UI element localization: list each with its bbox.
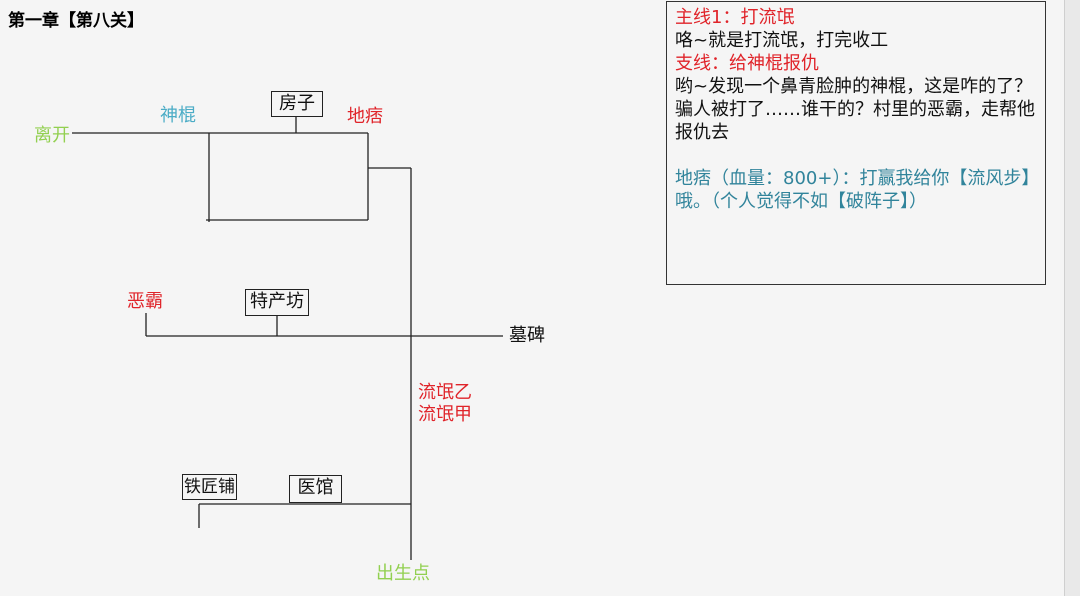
main-quest-title: 主线1：打流氓 bbox=[675, 7, 795, 28]
node-tomb: 墓碑 bbox=[509, 325, 545, 346]
spacer bbox=[675, 144, 1037, 167]
page-title: 第一章【第八关】 bbox=[8, 11, 144, 31]
node-thug-b: 流氓乙 bbox=[418, 382, 472, 403]
node-smith: 铁匠铺 bbox=[182, 474, 237, 500]
main-quest-desc: 咯~就是打流氓，打完收工 bbox=[675, 30, 889, 51]
node-shop: 特产坊 bbox=[245, 289, 309, 316]
node-thug-a: 流氓甲 bbox=[418, 404, 472, 425]
side-quest-title: 支线：给神棍报仇 bbox=[675, 53, 819, 74]
node-leave: 离开 bbox=[34, 125, 70, 146]
node-spawn: 出生点 bbox=[376, 563, 430, 584]
node-clinic: 医馆 bbox=[289, 475, 342, 503]
boss-desc: 地痞（血量：800+）：打赢我给你【流风步】哦。（个人觉得不如【破阵子】） bbox=[675, 168, 1031, 212]
side-quest-desc: 哟~发现一个鼻青脸肿的神棍，这是咋的了？骗人被打了……谁干的？村里的恶霸，走帮他… bbox=[675, 76, 1035, 143]
quest-panel: 主线1：打流氓 咯~就是打流氓，打完收工 支线：给神棍报仇 哟~发现一个鼻青脸肿… bbox=[666, 1, 1046, 285]
node-house: 房子 bbox=[271, 91, 323, 117]
node-eba: 恶霸 bbox=[127, 291, 163, 312]
node-shengun: 神棍 bbox=[160, 105, 196, 126]
node-dipi: 地痞 bbox=[347, 106, 383, 127]
